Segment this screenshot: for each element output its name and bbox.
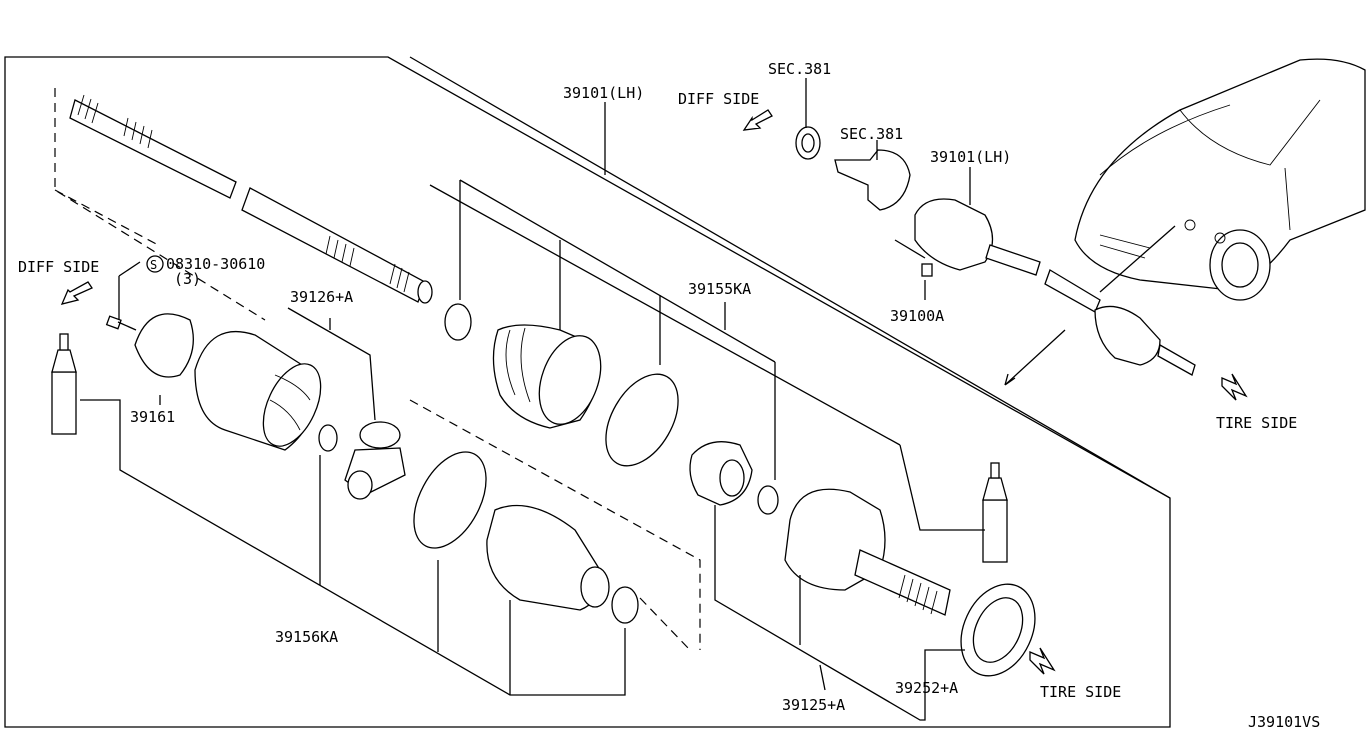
car-illustration (1074, 58, 1366, 301)
band-clip-lower (413, 451, 487, 549)
axle-shaft (69, 94, 433, 304)
symbol-circle (146, 255, 164, 273)
label-sec-381-a: SEC.381 (768, 60, 831, 78)
label-seal-ring: 39252+A (895, 679, 958, 697)
label-bolt-symbol: S (150, 258, 157, 272)
label-bolt: 08310-30610 (166, 255, 265, 273)
label-bolt-inset: 39100A (890, 307, 944, 325)
label-diff-side-top: DIFF SIDE (678, 90, 759, 108)
label-bolt-qty: (3) (174, 270, 201, 288)
label-plate: 39161 (130, 408, 175, 426)
boot-lower (486, 504, 610, 611)
label-housing-kit: 39126+A (290, 288, 353, 306)
plate-part (134, 313, 194, 378)
diagram-code: J39101VS (1248, 713, 1320, 731)
label-shaft-lh-main: 39101(LH) (563, 84, 644, 102)
kit-boundary-outer (639, 597, 691, 651)
tripod-joint (344, 421, 406, 500)
kit-boundary-inner (409, 399, 701, 650)
seal-ring (960, 583, 1036, 677)
leader-lines (80, 56, 1171, 721)
tripod-housing (194, 330, 322, 451)
small-band-lower (611, 586, 639, 624)
arrow-diff-left (60, 281, 93, 305)
inset-drawing (742, 78, 1248, 401)
outer-cv-joint (784, 488, 951, 616)
label-tire-side-right: TIRE SIDE (1216, 414, 1297, 432)
grease-tube-left (51, 333, 77, 435)
label-sec-381-b: SEC.381 (840, 125, 903, 143)
label-boot-kit-inner: 39156KA (275, 628, 338, 646)
inner-race (689, 441, 753, 506)
ring-small (757, 485, 779, 515)
grease-tube-right (982, 462, 1008, 563)
snap-ring-small (318, 424, 338, 452)
bolt-part (105, 315, 137, 331)
arrow-tire-bottom (1029, 647, 1056, 675)
shaft-envelope (54, 88, 266, 321)
band-clip-large (605, 373, 679, 467)
label-shaft-lh-inset: 39101(LH) (930, 148, 1011, 166)
label-joint-outer: 39125+A (782, 696, 845, 714)
label-diff-side-left: DIFF SIDE (18, 258, 99, 276)
band-clip-top (444, 303, 472, 341)
frame-outline (4, 56, 1171, 728)
boot-upper (492, 324, 602, 429)
label-tire-side-bottom: TIRE SIDE (1040, 683, 1121, 701)
label-boot-kit-outer: 39155KA (688, 280, 751, 298)
